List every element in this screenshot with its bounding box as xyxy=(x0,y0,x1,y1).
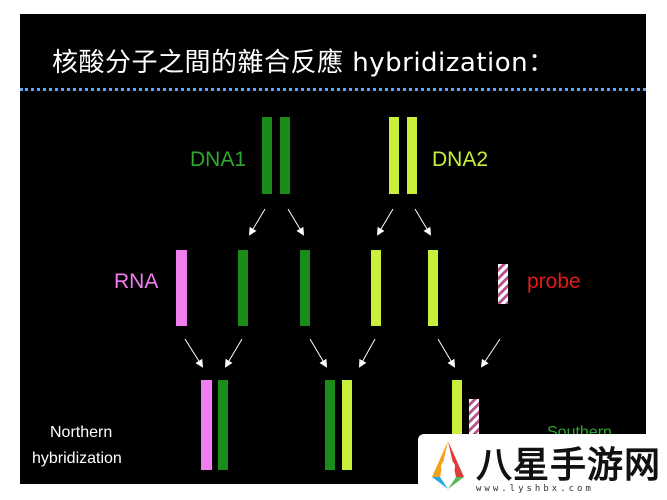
probe-label: probe xyxy=(527,270,581,293)
southern-hybrid-probe xyxy=(469,399,479,439)
watermark-logo-icon xyxy=(432,441,464,489)
lime-single-strand-1 xyxy=(371,250,381,326)
dna2-label: DNA2 xyxy=(432,148,489,171)
dna-rehybrid-lime xyxy=(342,380,352,470)
southern-hybrid-dna xyxy=(452,380,462,470)
dotted-divider xyxy=(20,88,646,91)
arrow-dna2-right xyxy=(414,208,432,236)
arrow-probe-down xyxy=(480,338,501,368)
green-single-strand-2 xyxy=(300,250,310,326)
arrow-green2-down xyxy=(309,338,328,368)
northern-label-line1: Northern xyxy=(50,424,113,441)
dna-rehybrid-green xyxy=(325,380,335,470)
dna2-strand-a xyxy=(389,117,399,194)
arrow-lime2-down xyxy=(437,338,456,368)
arrow-dna1-left xyxy=(248,208,266,236)
watermark-text: 八星手游网 xyxy=(476,445,662,486)
dna1-strand-a xyxy=(262,117,272,194)
lime-single-strand-2 xyxy=(428,250,438,326)
slide-title: 核酸分子之間的雜合反應 hybridization： xyxy=(52,48,555,78)
watermark-url: www.lyshbx.com xyxy=(476,484,594,494)
green-single-strand-1 xyxy=(238,250,248,326)
northern-hybrid-rna xyxy=(201,380,212,470)
arrows-layer xyxy=(184,208,501,368)
northern-label-line2: hybridization xyxy=(32,450,122,467)
arrow-lime1-down xyxy=(359,338,376,368)
watermark: 八星手游网 www.lyshbx.com xyxy=(418,434,667,500)
northern-hybrid-dna xyxy=(218,380,228,470)
arrow-green1-down xyxy=(224,338,243,368)
rna-strand xyxy=(176,250,187,326)
rna-label: RNA xyxy=(114,270,159,293)
dna2-strand-b xyxy=(407,117,417,194)
slide: 核酸分子之間的雜合反應 hybridization： DNA1 DNA2 RNA… xyxy=(20,14,646,484)
dna1-label: DNA1 xyxy=(190,148,247,171)
arrow-dna1-right xyxy=(287,208,305,236)
arrow-dna2-left xyxy=(376,208,394,236)
dna1-strand-b xyxy=(280,117,290,194)
arrow-rna-down xyxy=(184,338,204,368)
probe-strand xyxy=(498,264,508,304)
